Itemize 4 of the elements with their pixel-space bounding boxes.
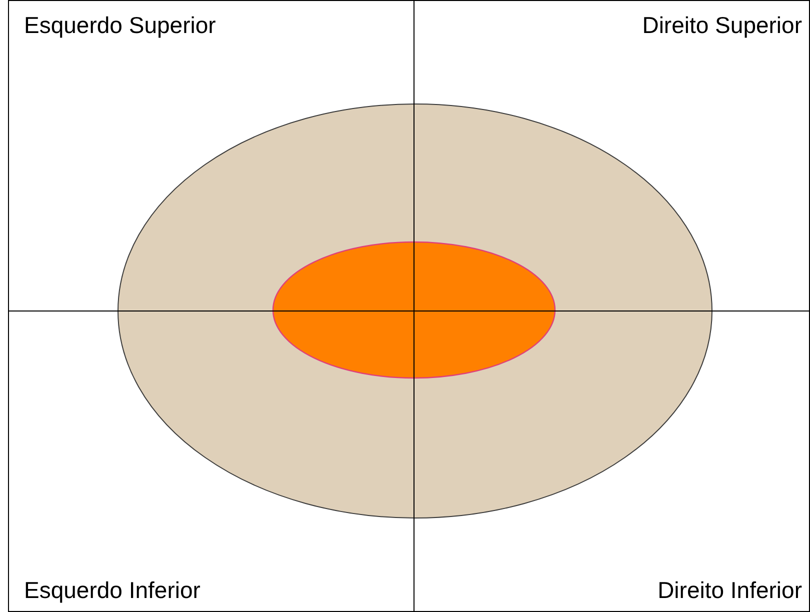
quadrant-label: Direito Inferior: [658, 579, 802, 602]
quadrant-label: Esquerdo Superior: [24, 14, 216, 37]
quadrant-label: Esquerdo Inferior: [24, 579, 200, 602]
quadrant-label: Direito Superior: [642, 14, 802, 37]
